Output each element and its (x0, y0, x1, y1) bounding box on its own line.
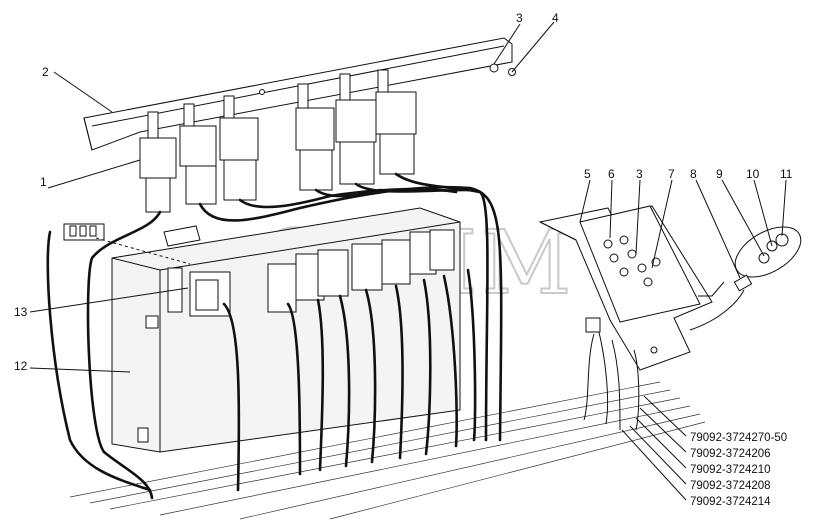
plate-harness (583, 317, 640, 431)
relay (295, 83, 335, 191)
callout-1: 1 (40, 175, 47, 189)
callout-3-plate: 3 (636, 167, 643, 181)
connector (351, 243, 383, 291)
relay (335, 73, 377, 185)
callout-labels: 1 2 3 4 5 6 3 7 8 9 10 11 12 13 (14, 11, 793, 373)
screw-group (603, 235, 661, 287)
relay (139, 111, 177, 213)
small-connector (46, 223, 152, 492)
floor-lines (69, 381, 706, 520)
relay-harness (86, 172, 503, 500)
callout-3: 3 (516, 11, 523, 25)
callout-7: 7 (668, 167, 675, 181)
connector (317, 249, 349, 297)
callout-13: 13 (14, 305, 28, 319)
part-number: 79092-3724208 (690, 480, 771, 492)
fastener-group (689, 226, 802, 331)
guide-lines (95, 237, 191, 265)
connector (381, 239, 411, 285)
block-harness (222, 268, 477, 492)
callout-2: 2 (42, 65, 49, 79)
relay-block (111, 207, 461, 453)
relay (375, 69, 417, 175)
part-number: 79092-3724270-50 (690, 432, 787, 444)
part-number: 79092-3724214 (690, 496, 771, 508)
connector (429, 229, 455, 271)
callout-5: 5 (584, 167, 591, 181)
part-number-list: 79092-3724270-50 79092-3724206 79092-372… (690, 432, 787, 508)
callout-8: 8 (690, 167, 697, 181)
callout-10: 10 (746, 167, 760, 181)
callout-11: 11 (780, 167, 793, 181)
part-number: 79092-3724206 (690, 448, 771, 460)
connector (267, 263, 297, 313)
connector (189, 271, 231, 317)
callout-12: 12 (14, 359, 28, 373)
relay-group (139, 69, 417, 213)
callout-4: 4 (552, 11, 559, 25)
callout-9: 9 (716, 167, 723, 181)
leader-lines (29, 21, 787, 501)
callout-6: 6 (608, 167, 615, 181)
part-number: 79092-3724210 (690, 464, 771, 476)
relay (179, 103, 217, 205)
relay (219, 95, 259, 201)
